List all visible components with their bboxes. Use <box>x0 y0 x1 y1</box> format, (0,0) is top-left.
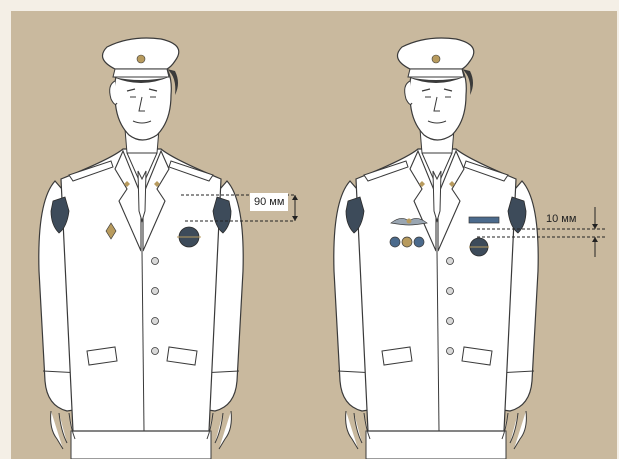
measure-10-label: 10 мм <box>542 210 580 228</box>
ribbon-bar <box>469 217 499 223</box>
uniform-illustration <box>11 11 617 459</box>
medal-icon <box>390 237 424 247</box>
illustration-panel: 90 мм 10 мм <box>11 11 617 459</box>
right-officer-figure <box>334 38 605 459</box>
wing-badge-icon <box>391 218 427 225</box>
figure-frame: 90 мм 10 мм <box>3 3 616 456</box>
left-officer-figure <box>39 38 298 459</box>
measure-90-label: 90 мм <box>250 193 288 211</box>
